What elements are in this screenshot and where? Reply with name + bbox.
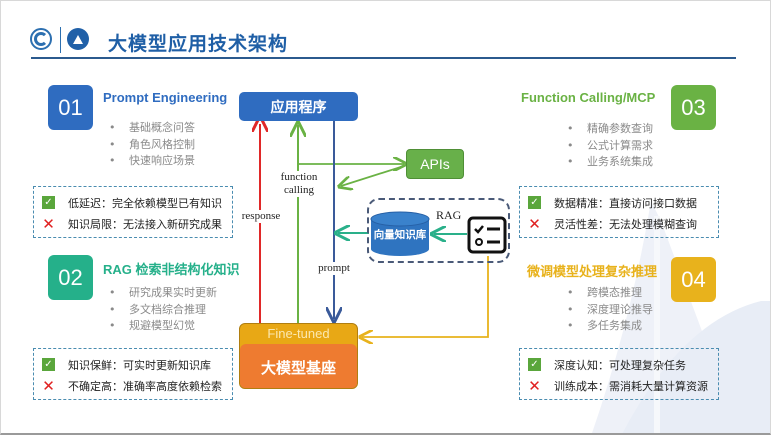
section-03-procon-box: ✓ 数据精准：直接访问接口数据 ✕ 灵活性差：无法处理模糊查询 xyxy=(519,186,719,238)
pro-text: 数据精准：直接访问接口数据 xyxy=(554,196,697,210)
bullet-item: 规避模型幻觉 xyxy=(109,318,217,335)
page-title: 大模型应用技术架构 xyxy=(108,33,289,55)
section-01-procon-box: ✓ 低延迟：完全依赖模型已有知识 ✕ 知识局限：无法接入新研究成果 xyxy=(33,186,233,238)
bullet-item: 基础概念问答 xyxy=(109,120,195,137)
check-icon: ✓ xyxy=(42,196,55,209)
check-icon: ✓ xyxy=(42,358,55,371)
logo-divider xyxy=(60,27,61,53)
pro-text: 深度认知：可处理复杂任务 xyxy=(554,358,686,372)
institution-logo xyxy=(67,28,89,50)
section-01-bullets: 基础概念问答 角色风格控制 快速响应场景 xyxy=(109,120,195,170)
cross-icon: ✕ xyxy=(528,214,541,233)
bullet-item: 研究成果实时更新 xyxy=(109,285,217,302)
finetune-arrow xyxy=(362,256,489,337)
section-02-bullets: 研究成果实时更新 多文档综合推理 规避模型幻觉 xyxy=(109,285,217,335)
pro-text: 知识保鲜：可实时更新知识库 xyxy=(68,358,211,372)
section-03-badge: 03 xyxy=(671,85,716,130)
cross-icon: ✕ xyxy=(42,376,55,395)
label-line: calling xyxy=(284,184,314,196)
section-04-badge: 04 xyxy=(671,257,716,302)
apis-response-arrow xyxy=(341,165,405,186)
section-03-title: Function Calling/MCP xyxy=(521,90,656,105)
label-line: function xyxy=(280,171,318,183)
fine-tuned-box: Fine-tuned 大模型基座 xyxy=(239,323,358,389)
section-02-badge: 02 xyxy=(48,255,93,300)
section-02-title: RAG 检索非结构化知识 xyxy=(103,262,240,277)
apis-box: APIs xyxy=(406,149,464,179)
con-row: ✕ 知识局限：无法接入新研究成果 xyxy=(40,213,232,234)
prompt-label: prompt xyxy=(314,262,354,275)
cross-icon: ✕ xyxy=(42,214,55,233)
bullet-item: 多任务集成 xyxy=(567,318,653,335)
fine-tuned-label: Fine-tuned xyxy=(267,326,330,341)
title-divider xyxy=(31,57,736,59)
bullet-item: 业务系统集成 xyxy=(567,154,653,171)
response-label: response xyxy=(238,210,284,223)
pro-text: 低延迟：完全依赖模型已有知识 xyxy=(68,196,222,210)
function-calling-label: function calling xyxy=(278,171,320,197)
check-icon: ✓ xyxy=(528,196,541,209)
section-03-bullets: 精确参数查询 公式计算需求 业务系统集成 xyxy=(567,121,653,171)
application-box: 应用程序 xyxy=(239,92,358,121)
pro-row: ✓ 知识保鲜：可实时更新知识库 xyxy=(40,354,232,375)
rag-label: RAG xyxy=(436,208,462,222)
checklist-icon xyxy=(467,216,507,254)
con-text: 不确定高：准确率高度依赖检索 xyxy=(68,379,222,393)
database-icon xyxy=(370,211,430,256)
bullet-item: 精确参数查询 xyxy=(567,121,653,138)
pro-row: ✓ 低延迟：完全依赖模型已有知识 xyxy=(40,192,232,213)
pro-row: ✓ 深度认知：可处理复杂任务 xyxy=(526,354,718,375)
con-row: ✕ 不确定高：准确率高度依赖检索 xyxy=(40,375,232,396)
pro-row: ✓ 数据精准：直接访问接口数据 xyxy=(526,192,718,213)
bullet-item: 深度理论推导 xyxy=(567,302,653,319)
con-row: ✕ 灵活性差：无法处理模糊查询 xyxy=(526,213,718,234)
section-02-procon-box: ✓ 知识保鲜：可实时更新知识库 ✕ 不确定高：准确率高度依赖检索 xyxy=(33,348,233,400)
vector-db-label: 向量知识库 xyxy=(373,229,427,241)
section-04-bullets: 跨模态推理 深度理论推导 多任务集成 xyxy=(567,285,653,335)
section-04-procon-box: ✓ 深度认知：可处理复杂任务 ✕ 训练成本：需消耗大量计算资源 xyxy=(519,348,719,400)
con-row: ✕ 训练成本：需消耗大量计算资源 xyxy=(526,375,718,396)
bullet-item: 多文档综合推理 xyxy=(109,302,217,319)
section-01-title: Prompt Engineering xyxy=(103,90,228,105)
rag-group-box xyxy=(367,198,510,263)
bullet-item: 角色风格控制 xyxy=(109,137,195,154)
con-text: 灵活性差：无法处理模糊查询 xyxy=(554,217,697,231)
bullet-item: 跨模态推理 xyxy=(567,285,653,302)
section-01-badge: 01 xyxy=(48,85,93,130)
con-text: 训练成本：需消耗大量计算资源 xyxy=(554,379,708,393)
cross-icon: ✕ xyxy=(528,376,541,395)
cie-logo xyxy=(30,28,52,50)
base-model-box: 大模型基座 xyxy=(240,344,357,388)
check-icon: ✓ xyxy=(528,358,541,371)
section-04-title: 微调模型处理复杂推理 xyxy=(527,264,658,279)
con-text: 知识局限：无法接入新研究成果 xyxy=(68,217,222,231)
bullet-item: 快速响应场景 xyxy=(109,153,195,170)
bullet-item: 公式计算需求 xyxy=(567,138,653,155)
